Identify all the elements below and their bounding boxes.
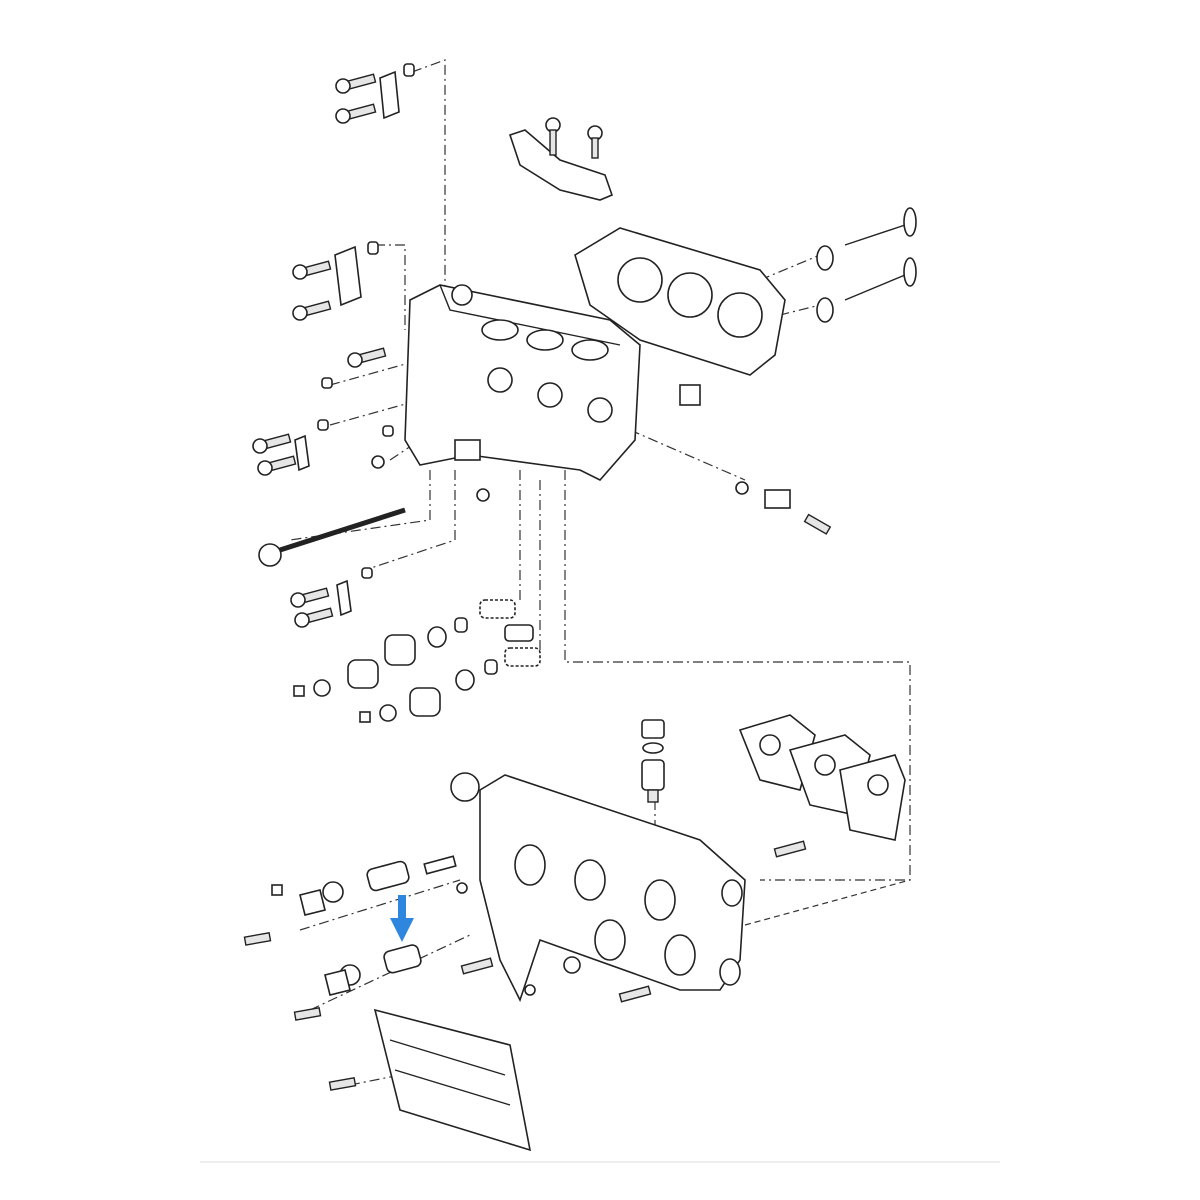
left-fasteners	[252, 241, 490, 628]
bolts-top-left	[335, 63, 415, 124]
head-gasket	[574, 227, 786, 376]
valves	[816, 207, 917, 323]
heat-shield	[328, 1008, 532, 1152]
highlight-arrow	[390, 895, 414, 942]
sensors-right	[679, 384, 832, 535]
solenoids	[243, 855, 457, 1021]
oil-pressure-switch	[641, 719, 665, 803]
bracket	[508, 117, 614, 201]
manifold-runners	[738, 714, 906, 858]
cylinder-head	[404, 284, 641, 481]
cam-cover	[450, 772, 746, 1003]
springs-washers	[293, 599, 541, 723]
